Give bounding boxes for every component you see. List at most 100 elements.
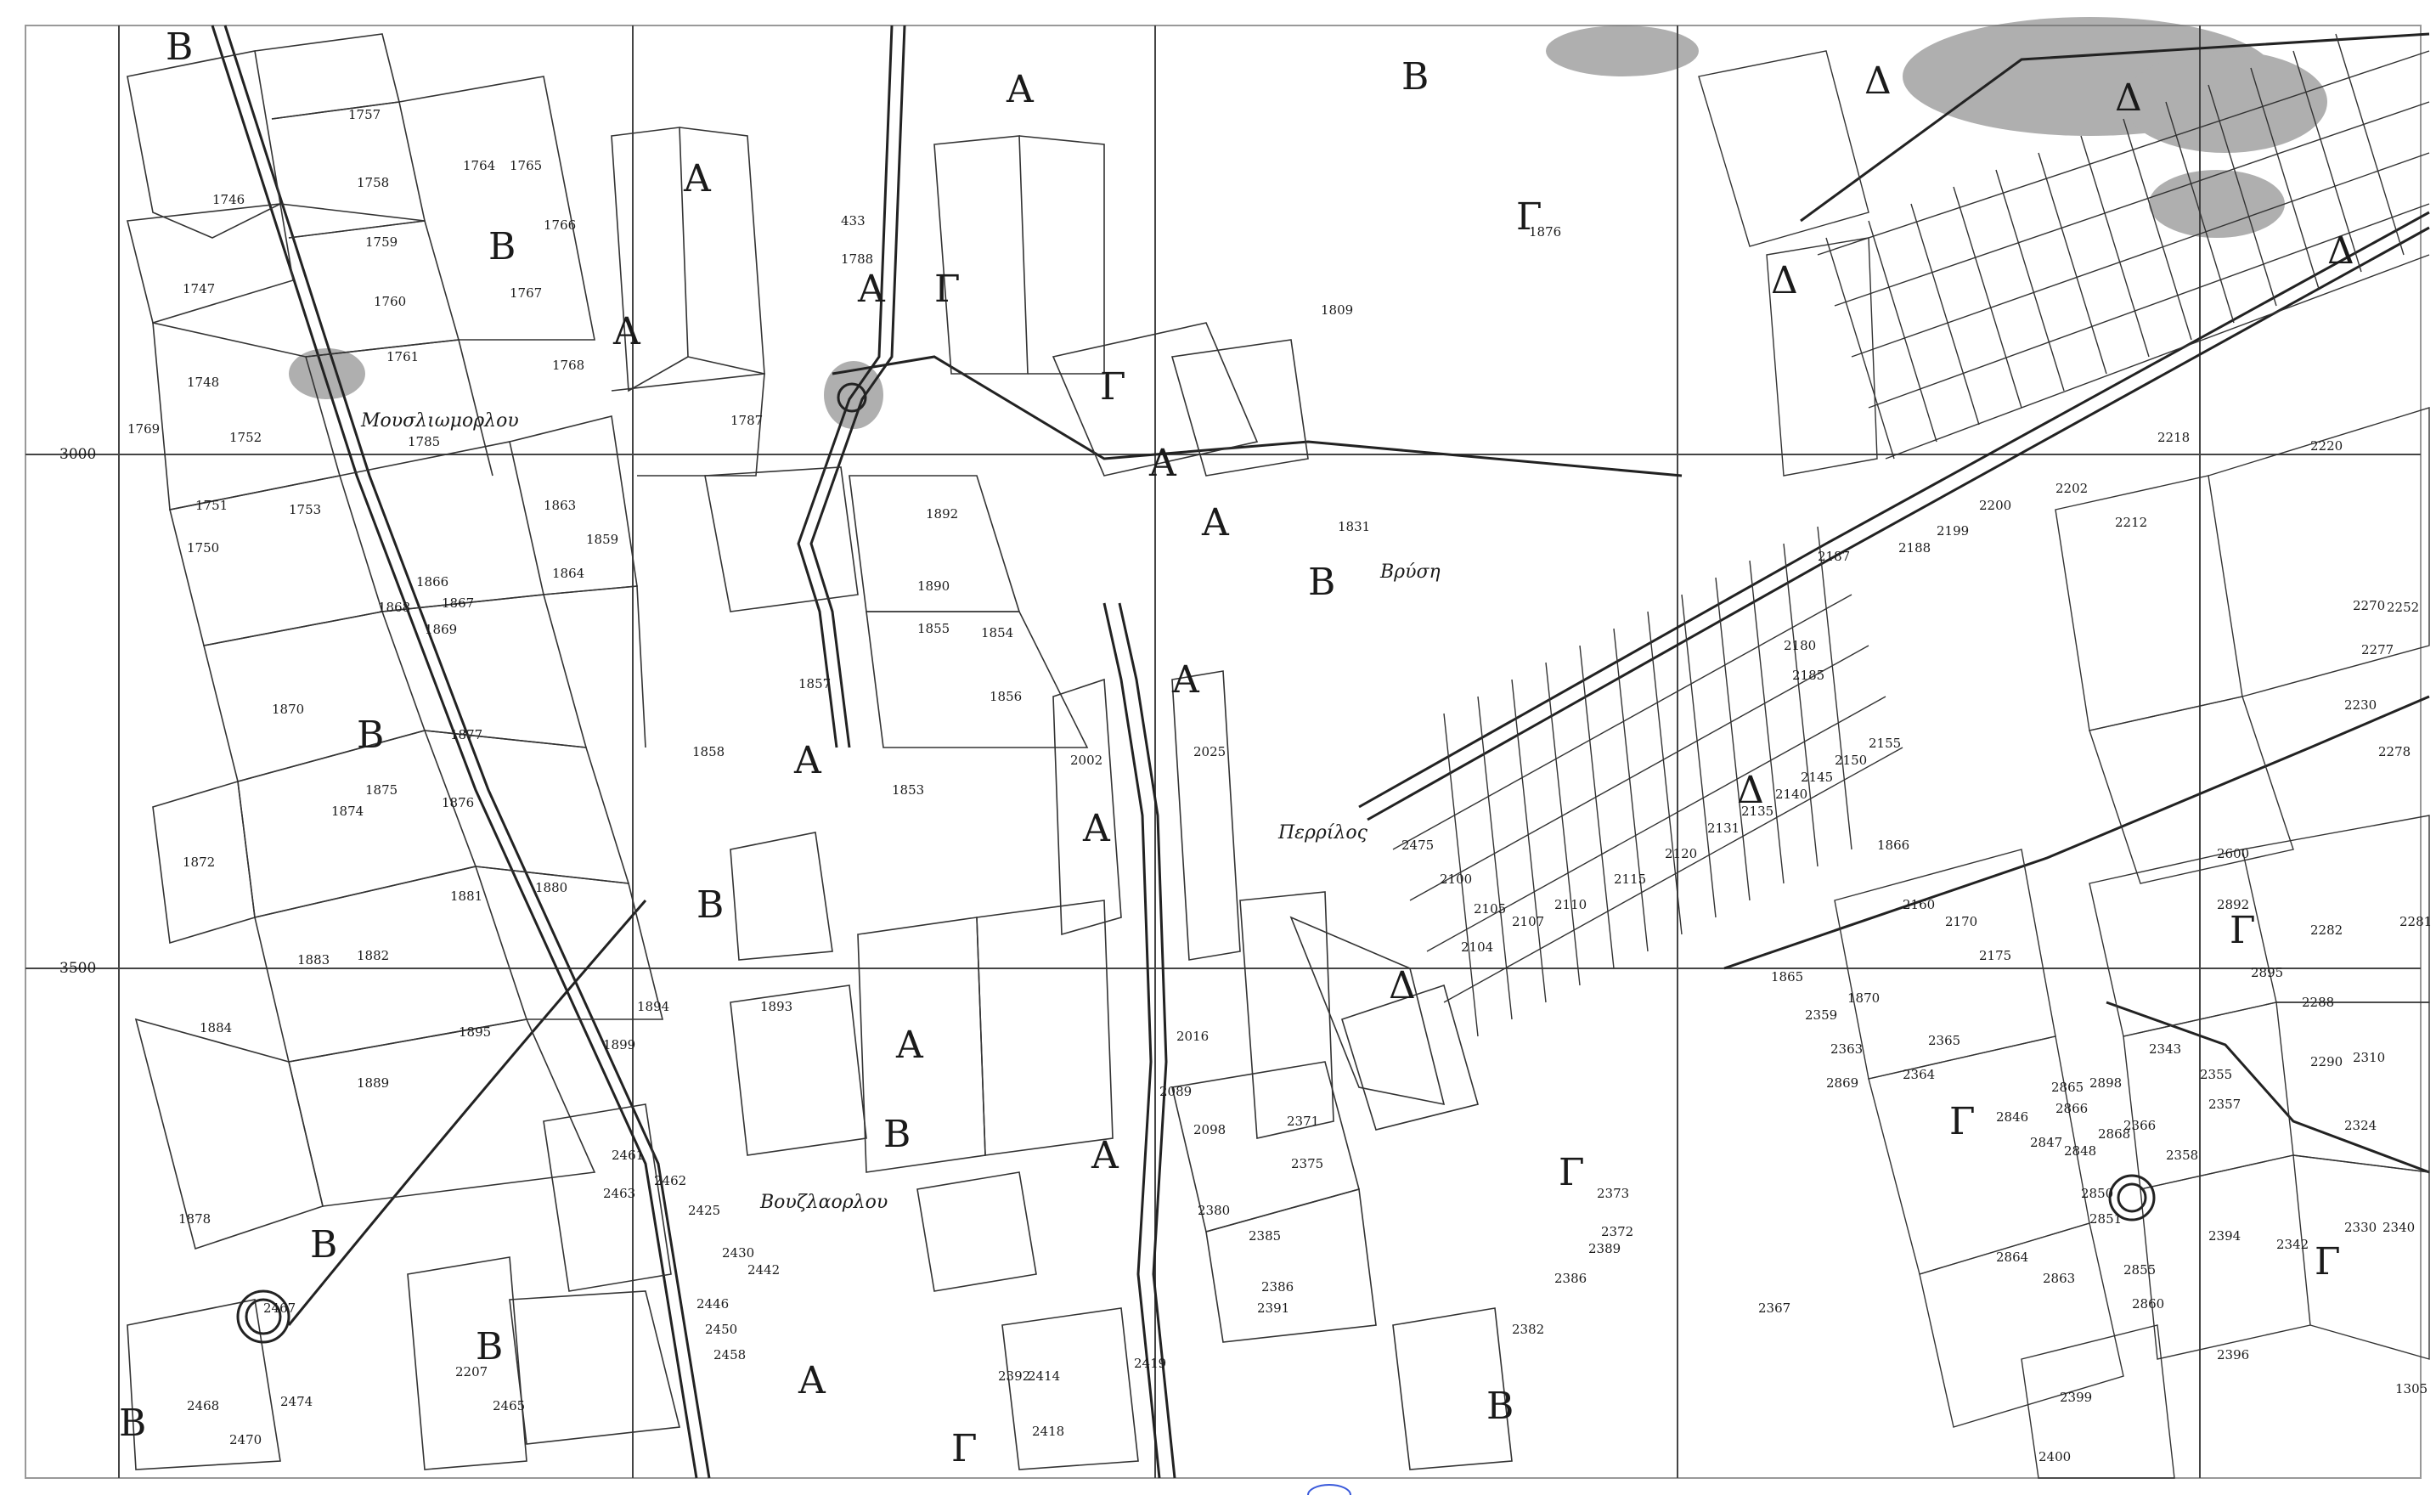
- parcel-number: 2425: [688, 1203, 720, 1218]
- parcel-number: 2869: [1826, 1075, 1858, 1091]
- parcel-number: 1787: [730, 413, 763, 428]
- parcel-number: 2846: [1996, 1109, 2028, 1125]
- place-names: Μουσλιωμορλου Βρύση Περρίλος Βουζλαορλου: [360, 410, 1441, 1213]
- parcel-number: 1876: [1529, 224, 1561, 240]
- spring-circle-icon: [837, 382, 867, 413]
- parcel-number: 2199: [1937, 523, 1969, 539]
- parcel-number: 2442: [747, 1262, 780, 1278]
- zone-letter: Γ: [2230, 909, 2256, 952]
- parcel-number: 1746: [212, 192, 245, 207]
- parcel-number: 2355: [2200, 1067, 2232, 1082]
- parcel-number: 2865: [2051, 1080, 2084, 1095]
- zone-letter: Δ: [1771, 259, 1798, 302]
- parcel-number: 2365: [1928, 1033, 1960, 1048]
- parcel-number: 2385: [1249, 1228, 1281, 1244]
- parcel-number: 1765: [510, 158, 542, 173]
- parcel-number: 2898: [2089, 1075, 2122, 1091]
- zone-letter: Β: [357, 714, 384, 757]
- parcel-number: 2120: [1665, 846, 1697, 861]
- zone-letter: Β: [476, 1325, 503, 1368]
- place-name-vouzlaorlou: Βουζλαορλου: [759, 1192, 888, 1213]
- parcel-number: 2288: [2302, 995, 2334, 1010]
- cross-road: [832, 355, 1683, 477]
- roads: [211, 25, 2430, 1479]
- parcel-number: 2281: [2399, 914, 2432, 929]
- parcel-number: 2364: [1903, 1067, 1935, 1082]
- parcel-number: 2396: [2217, 1347, 2249, 1362]
- parcel-number: 1748: [187, 375, 219, 390]
- parcel-number: 2202: [2055, 481, 2088, 496]
- parcel-number: 1857: [798, 676, 831, 691]
- parcel-number: 2863: [2043, 1271, 2075, 1286]
- parcel-number: 1859: [586, 532, 618, 547]
- parcel-number: 1889: [357, 1075, 389, 1091]
- parcel-number: 2419: [1134, 1356, 1166, 1371]
- parcel-number: 2150: [1835, 753, 1867, 768]
- parcel-number: 2342: [2276, 1237, 2309, 1252]
- parcel-number: 2375: [1291, 1156, 1323, 1171]
- parcel-number: 2386: [1261, 1279, 1294, 1295]
- curved-road: [287, 900, 647, 1326]
- parcel-number: 2359: [1805, 1007, 1837, 1023]
- parcel-number: 2100: [1440, 872, 1472, 887]
- parcel-number: 2330: [2344, 1220, 2377, 1235]
- parcel-number: 2104: [1461, 939, 1493, 955]
- well-symbols: [236, 382, 2156, 1344]
- parcel-boundaries: [127, 33, 1513, 1470]
- parcel-number: 2185: [1792, 668, 1824, 683]
- south-road: [1102, 602, 1161, 1479]
- parcel-number: 2358: [2166, 1148, 2198, 1163]
- zone-letter: Β: [1401, 55, 1429, 99]
- parcel-number: 2851: [2089, 1211, 2122, 1227]
- parcel-number: 2207: [455, 1364, 488, 1379]
- parcel-number: 1880: [535, 880, 567, 895]
- parcel-number: 2278: [2378, 744, 2411, 759]
- parcel-number: 2430: [722, 1245, 754, 1261]
- parcel-number: 2462: [654, 1173, 686, 1188]
- parcel-number: 1788: [841, 251, 873, 267]
- parcel-number: 1876: [442, 795, 474, 810]
- parcel-number: 2465: [493, 1398, 525, 1413]
- parcel-number: 1866: [1877, 838, 1909, 853]
- parcel-number: 2218: [2157, 430, 2190, 445]
- parcel-number: 1750: [187, 540, 219, 556]
- parcel-number: 2895: [2251, 965, 2283, 980]
- zone-letter: Δ: [1864, 59, 1892, 103]
- zone-letter: Β: [488, 225, 516, 268]
- parcel-number: 1767: [510, 285, 542, 301]
- parcel-number: 2367: [1758, 1300, 1790, 1316]
- parcel-number: 1785: [408, 434, 440, 449]
- parcel-number: 1863: [544, 498, 576, 513]
- zone-letter: Γ: [934, 268, 961, 311]
- parcel-number: 1831: [1338, 519, 1370, 534]
- place-name-perrilos: Περρίλος: [1277, 822, 1368, 843]
- parcel-number: 1884: [200, 1020, 232, 1035]
- zone-letter: Β: [696, 883, 724, 927]
- parcel-number: 2110: [1554, 897, 1587, 912]
- zone-letter: Α: [1082, 807, 1111, 850]
- zone-letter: Α: [1006, 68, 1035, 111]
- parcel-number: 1747: [183, 281, 215, 296]
- parcel-number: 2414: [1028, 1368, 1060, 1384]
- parcel-number: 2025: [1193, 744, 1226, 759]
- parcel-number: 1875: [365, 782, 398, 798]
- parcel-number: 2371: [1287, 1114, 1319, 1129]
- parcel-number: 2145: [1801, 770, 1833, 785]
- parcel-number: 2461: [612, 1148, 644, 1163]
- zone-letter: Γ: [1559, 1151, 1585, 1194]
- parcel-number: 2468: [187, 1398, 219, 1413]
- parcel-number: 2270: [2353, 598, 2385, 613]
- zone-letter: Α: [1091, 1134, 1119, 1177]
- parcel-number: 1305: [2395, 1381, 2428, 1396]
- parcel-number: 2220: [2310, 438, 2343, 454]
- place-name-vrysi: Βρύση: [1379, 561, 1441, 583]
- parcel-number: 2399: [2060, 1390, 2092, 1405]
- zone-letter: Α: [895, 1024, 924, 1067]
- zone-letter: Α: [857, 268, 886, 311]
- parcel-number: 2290: [2310, 1054, 2343, 1069]
- zone-letter: Α: [612, 310, 641, 353]
- zone-letter: Α: [1148, 442, 1177, 485]
- parcel-number: 1752: [229, 430, 262, 445]
- parcel-number: 1864: [552, 566, 584, 581]
